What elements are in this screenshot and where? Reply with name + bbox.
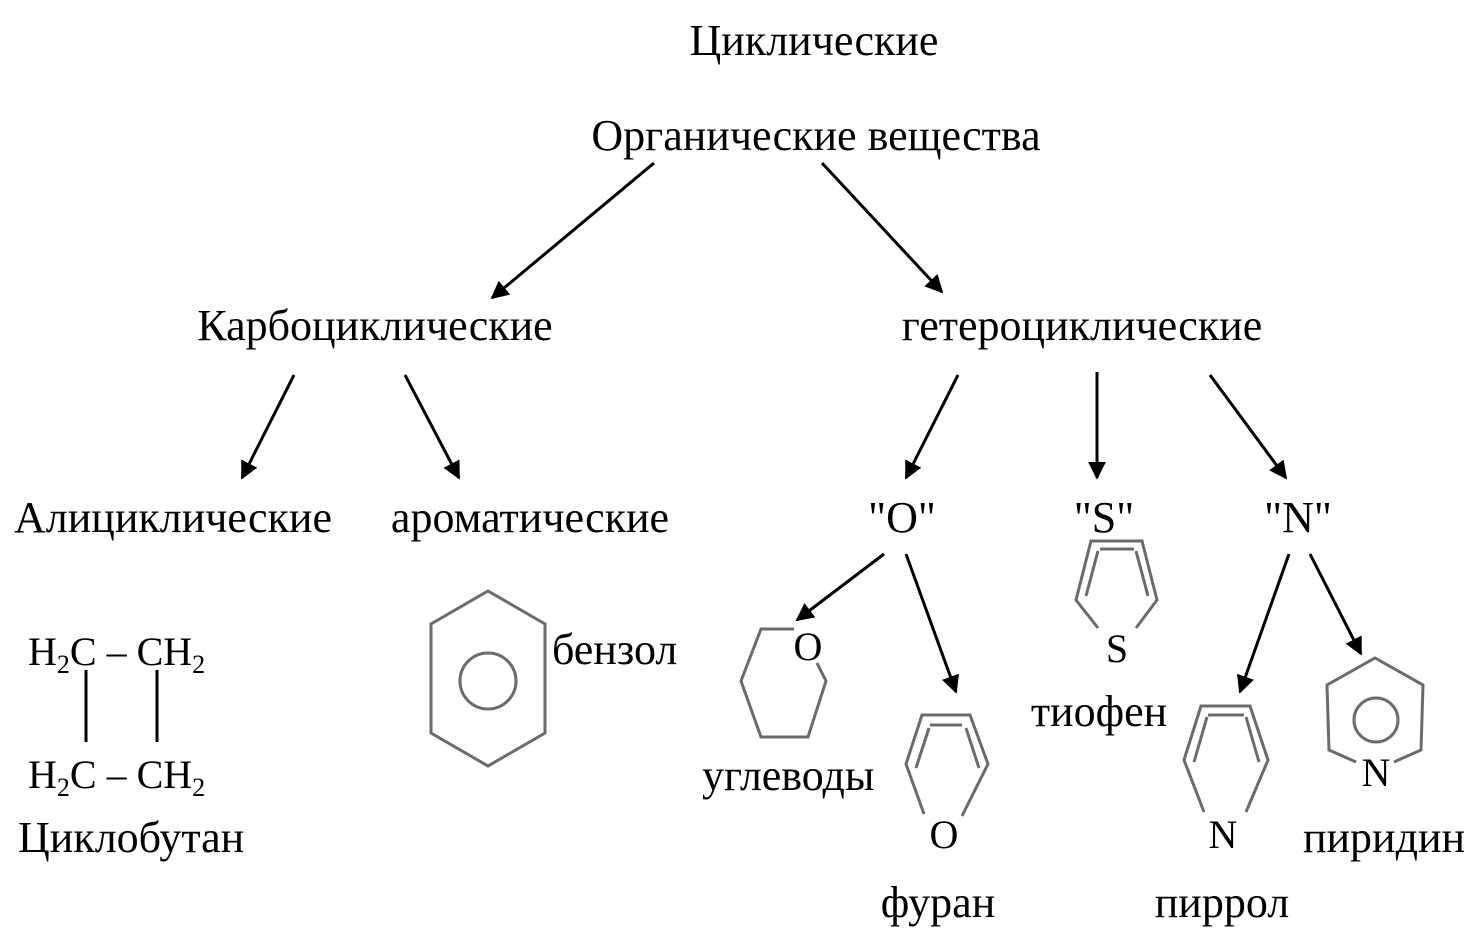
tiofen-sulfur-atom: S bbox=[1106, 626, 1128, 671]
tiofen-name: тиофен bbox=[1031, 687, 1167, 736]
cyclobutan-name: Циклобутан bbox=[18, 813, 244, 862]
pirrol-name: пиррол bbox=[1155, 878, 1289, 927]
benzene-hexagon bbox=[429, 589, 547, 768]
furan-structure: O фуран bbox=[881, 713, 996, 927]
node-alicyclic: Алициклические bbox=[14, 493, 332, 542]
furan-double-right bbox=[964, 727, 981, 769]
furan-ring bbox=[904, 713, 990, 817]
tiofen-structure: S тиофен bbox=[1031, 539, 1167, 736]
tiofen-double-left bbox=[1084, 550, 1100, 597]
arrow-carbo-alicyclic bbox=[240, 374, 296, 480]
node-sulfur: "S" bbox=[1074, 493, 1134, 542]
furan-oxygen-atom: O bbox=[930, 812, 959, 857]
piridin-aromatic-circle bbox=[1352, 696, 1400, 744]
pirrol-ring bbox=[1182, 704, 1270, 813]
arrow-hetero-oxygen bbox=[904, 374, 960, 480]
uglevody-oxygen-atom: O bbox=[794, 624, 823, 669]
arrows bbox=[240, 161, 1363, 694]
furan-double-left bbox=[914, 727, 931, 769]
uglevody-structure: O углеводы bbox=[702, 624, 874, 800]
cyclobutan-top-formula: H2C – CH2 bbox=[28, 629, 205, 679]
uglevody-ring bbox=[739, 627, 828, 739]
node-aromatic: ароматические bbox=[391, 493, 669, 542]
cyclobutan-bottom-formula: H2C – CH2 bbox=[28, 752, 205, 802]
root-node: Органические вещества bbox=[591, 111, 1040, 160]
pirrol-double-right bbox=[1244, 716, 1261, 763]
arrow-carbo-aromatic bbox=[403, 374, 461, 480]
arrow-oxygen-uglevody bbox=[795, 552, 885, 622]
benzol-name: бензол bbox=[552, 625, 677, 674]
diagram-title: Циклические bbox=[690, 16, 939, 65]
arrow-nitrogen-pirrol bbox=[1236, 553, 1291, 694]
cyclobutan-structure: H2C – CH2 H2C – CH2 Циклобутан bbox=[18, 629, 244, 862]
uglevody-name: углеводы bbox=[702, 751, 874, 800]
piridin-structure: N пиридин bbox=[1303, 656, 1465, 862]
arrow-oxygen-furan bbox=[904, 553, 959, 694]
arrow-root-carbo bbox=[490, 161, 655, 300]
piridin-name: пиридин bbox=[1303, 813, 1465, 862]
tiofen-double-right bbox=[1134, 550, 1150, 597]
node-nitrogen: "N" bbox=[1264, 493, 1332, 542]
pirrol-structure: N пиррол bbox=[1155, 704, 1289, 927]
benzene-aromatic-circle bbox=[458, 651, 518, 711]
node-oxygen: "O" bbox=[868, 493, 936, 542]
arrow-hetero-nitrogen bbox=[1208, 374, 1288, 480]
tiofen-ring bbox=[1074, 539, 1159, 629]
pirrol-double-left bbox=[1192, 716, 1209, 763]
piridin-ring bbox=[1325, 656, 1425, 764]
node-carbocyclic: Карбоциклические bbox=[197, 301, 552, 350]
arrow-root-hetero bbox=[820, 161, 944, 294]
node-heterocyclic: гетероциклические bbox=[902, 301, 1262, 350]
furan-name: фуран bbox=[881, 878, 996, 927]
arrow-nitrogen-piridin bbox=[1308, 553, 1363, 656]
benzene-structure: бензол bbox=[429, 589, 677, 768]
pirrol-nitrogen-atom: N bbox=[1209, 812, 1238, 857]
piridin-nitrogen-atom: N bbox=[1362, 750, 1391, 795]
